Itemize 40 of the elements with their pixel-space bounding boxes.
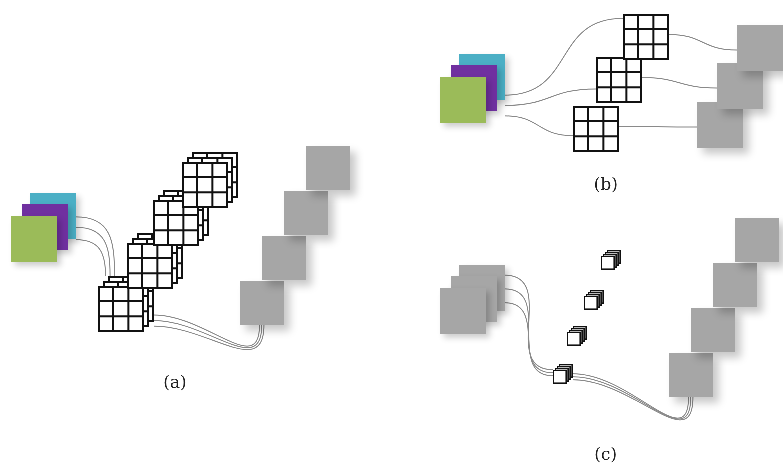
feature-map xyxy=(737,25,783,71)
panel-label: (c) xyxy=(594,445,618,463)
connector-line xyxy=(642,77,718,89)
feature-map xyxy=(240,281,284,325)
kernel-drawing xyxy=(584,290,604,310)
panel-label: (a) xyxy=(164,373,187,393)
connector-line xyxy=(504,288,554,374)
connector-line xyxy=(504,116,574,136)
connector-line xyxy=(618,126,698,128)
channel-stack-drawing xyxy=(440,265,505,334)
connector-line xyxy=(76,239,106,276)
kernel-drawing xyxy=(623,14,669,60)
connector-line xyxy=(504,18,624,96)
panel-label: (b) xyxy=(594,175,618,195)
connector-line xyxy=(154,320,262,348)
connector-line xyxy=(154,324,265,350)
connector-line xyxy=(76,216,116,276)
channel-stack-drawing xyxy=(11,193,76,262)
feature-map xyxy=(717,63,763,109)
connector-line xyxy=(154,314,260,347)
feature-map xyxy=(735,218,779,262)
kernel-drawing xyxy=(601,250,621,270)
channel-stack-drawing xyxy=(440,54,505,123)
kernel-drawing xyxy=(596,57,642,103)
connector-line xyxy=(76,227,111,276)
kernel-drawing xyxy=(573,106,619,152)
kernel-drawing xyxy=(553,364,573,384)
feature-map xyxy=(669,353,713,397)
feature-map xyxy=(697,102,743,148)
kernel-drawing xyxy=(567,326,587,346)
connector-line xyxy=(504,88,596,106)
feature-map xyxy=(262,236,306,280)
feature-map xyxy=(691,308,735,352)
connector-line xyxy=(668,34,738,51)
feature-map xyxy=(713,263,757,307)
feature-map xyxy=(306,146,350,190)
kernel-drawing xyxy=(182,152,238,208)
feature-map xyxy=(284,191,328,235)
connector-line xyxy=(504,274,554,370)
connector-line xyxy=(504,302,554,376)
